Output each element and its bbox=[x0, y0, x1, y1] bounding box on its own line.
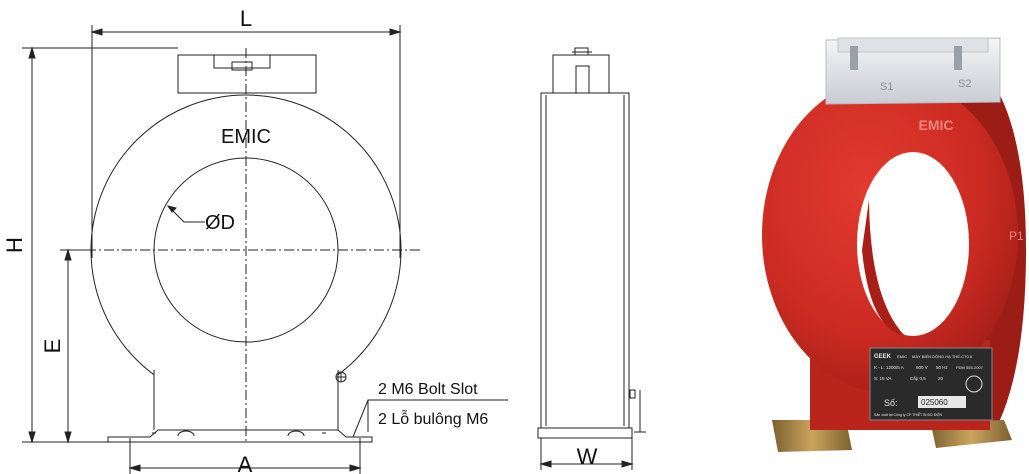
plate-standard: PDM 555-2007 bbox=[956, 365, 984, 370]
plate-freq: 50 Hz bbox=[936, 365, 949, 370]
plate-year: 20 bbox=[938, 376, 944, 381]
front-base-sides bbox=[153, 370, 339, 430]
label-L: L bbox=[240, 6, 252, 31]
plate-maker-sub: EMIC bbox=[897, 354, 907, 359]
label-diameter: ØD bbox=[205, 212, 235, 234]
photo-hole-inner-shadow bbox=[862, 200, 905, 336]
product-photo bbox=[762, 37, 1026, 452]
front-bolt-slot-right bbox=[287, 430, 305, 437]
bolt-note-en: 2 M6 Bolt Slot bbox=[378, 381, 478, 398]
bolt-note-leader bbox=[352, 399, 508, 438]
side-dimensions bbox=[539, 390, 646, 470]
front-view bbox=[68, 48, 420, 443]
plate-class: Cấp 0,5 bbox=[910, 376, 926, 381]
plate-serial: 025060 bbox=[921, 398, 948, 407]
front-dimensions bbox=[22, 25, 508, 474]
plate-title: MÁY BIẾN DÒNG HẠ THẾ-CT0.6 bbox=[912, 354, 973, 359]
photo-terminal-s2: S2 bbox=[958, 78, 971, 90]
bolt-note-vi: 2 Lỗ bulông M6 bbox=[378, 409, 488, 428]
side-view bbox=[537, 47, 636, 439]
photo-nameplate-serial-box bbox=[918, 396, 966, 408]
front-terminal-cap bbox=[177, 54, 317, 94]
label-brand-front: EMIC bbox=[221, 126, 271, 148]
photo-screw-right bbox=[954, 46, 962, 70]
photo-screw-left bbox=[850, 46, 858, 70]
plate-serial-label: Số: bbox=[884, 398, 898, 408]
side-body bbox=[540, 92, 630, 429]
photo-brand: EMIC bbox=[919, 117, 954, 133]
photo-terminal-s1: S1 bbox=[880, 81, 893, 93]
dim-line-W bbox=[540, 438, 633, 470]
label-E: E bbox=[40, 339, 65, 354]
label-H: H bbox=[2, 237, 27, 253]
side-terminal-top bbox=[572, 47, 592, 56]
front-terminal-cap-notch bbox=[213, 55, 271, 69]
front-mounting-foot bbox=[107, 429, 373, 443]
side-base bbox=[537, 427, 633, 439]
front-bolt-slot-left bbox=[177, 430, 195, 437]
plate-footer: Sản xuất tại Công ty CP THIẾT BỊ ĐO ĐIỆN bbox=[874, 412, 943, 417]
photo-nameplate-seal bbox=[965, 375, 983, 393]
plate-model: K - L: 1200/5 A bbox=[874, 365, 904, 370]
plate-voltage: 600 V bbox=[916, 365, 928, 370]
side-terminal-block bbox=[575, 65, 590, 94]
plate-maker: GEEK bbox=[874, 354, 892, 360]
plate-burden: S: 15 VA bbox=[874, 376, 891, 381]
photo-terminal-p1: P1 bbox=[1009, 229, 1024, 243]
front-terminal-screw bbox=[231, 61, 253, 71]
dim-line-L bbox=[91, 25, 401, 258]
photo-hole bbox=[857, 152, 969, 336]
side-bolt bbox=[629, 389, 636, 399]
label-W: W bbox=[577, 444, 598, 469]
dim-line-E bbox=[60, 249, 92, 442]
nameplate-text: GEEK EMIC MÁY BIẾN DÒNG HẠ THẾ-CT0.6 K -… bbox=[874, 354, 984, 417]
photo-terminal-cap-top bbox=[837, 37, 989, 53]
label-A: A bbox=[238, 452, 253, 474]
dim-line-H bbox=[22, 47, 178, 443]
